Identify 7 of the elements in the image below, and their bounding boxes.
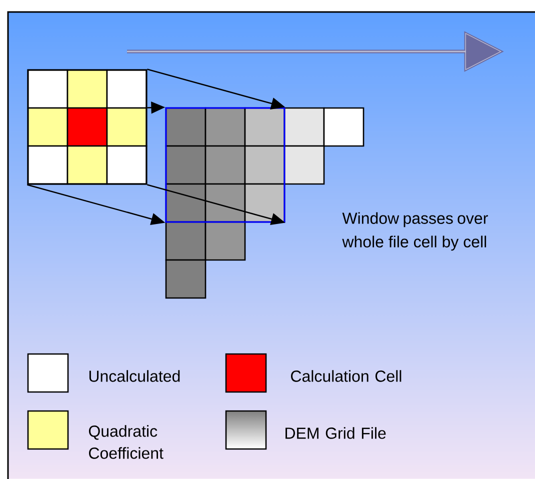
note-text: Window passes over whole file cell by cell bbox=[342, 212, 488, 251]
moving-window bbox=[165, 107, 286, 223]
legend-label: DEM Grid File bbox=[286, 427, 386, 439]
legend-label: Uncalculated bbox=[89, 370, 180, 382]
legend-label: Calculation Cell bbox=[291, 370, 402, 382]
window-grid-drawing bbox=[27, 69, 148, 185]
legend-label: Quadratic Coefficient bbox=[88, 425, 164, 459]
